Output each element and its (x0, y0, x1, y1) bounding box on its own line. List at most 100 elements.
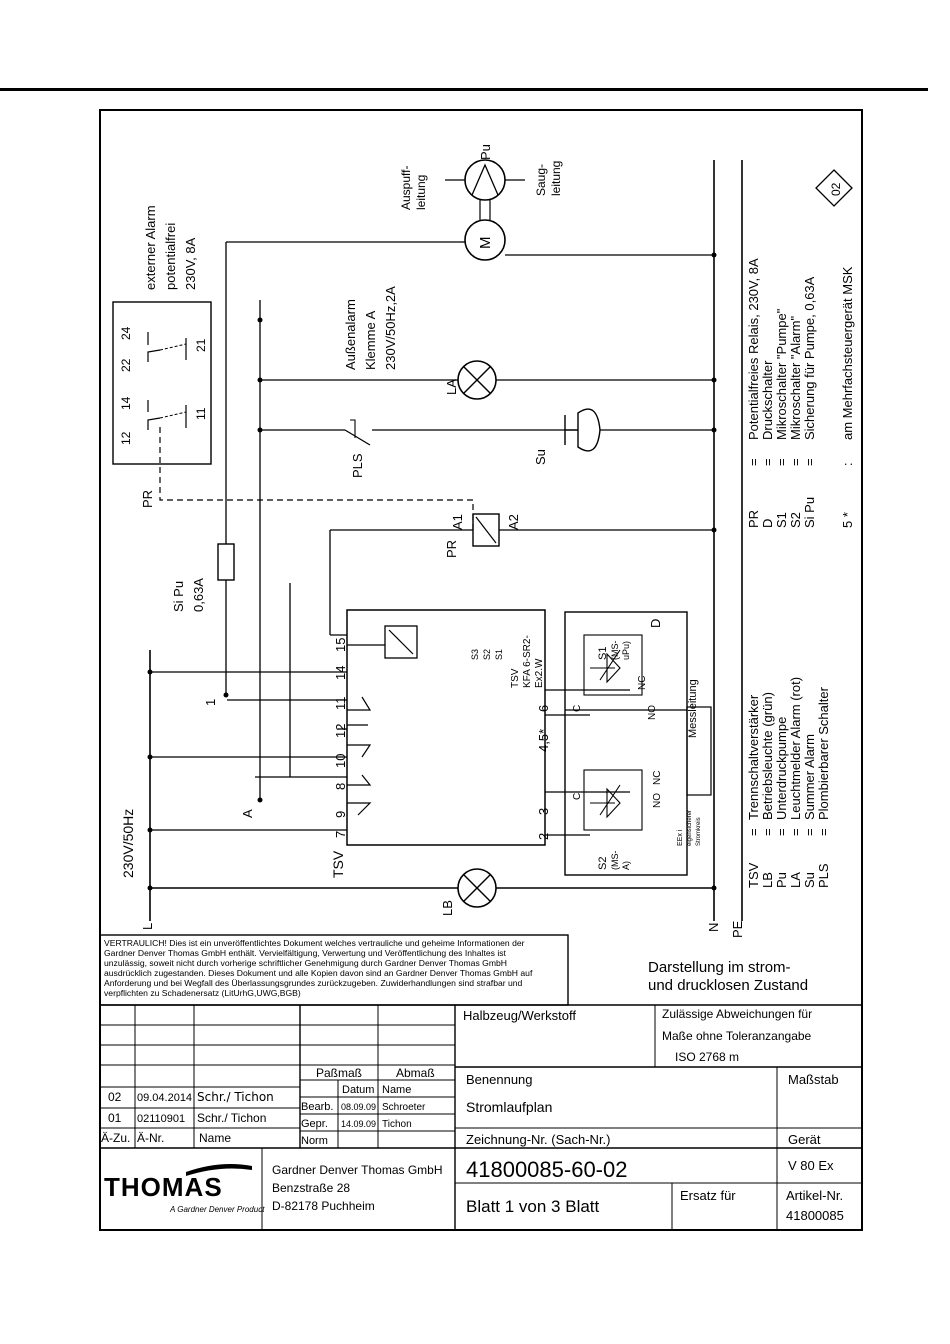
outer-alarm-1: Außenalarm (343, 299, 358, 370)
label-LB: LB (440, 900, 455, 916)
label-1: 1 (203, 699, 218, 706)
svg-text:Name: Name (382, 1084, 411, 1096)
svg-text:VERTRAULICH! Dies ist ein unve: VERTRAULICH! Dies ist ein unveröffentlic… (104, 938, 525, 948)
svg-text:=: = (746, 828, 761, 836)
svg-text:02110901: 02110901 (137, 1113, 185, 1125)
svg-text:Gardner Denver Thomas GmbH ent: Gardner Denver Thomas GmbH enthält. Verv… (104, 948, 507, 958)
label-PE: PE (730, 920, 745, 938)
schematic-labels: L N PE 230V/50Hz TSV A 1 LB LA Su PLS PR… (112, 144, 853, 938)
svg-text:Paßmaß: Paßmaß (316, 1066, 362, 1080)
tsv-term-3: 3 (536, 808, 551, 815)
s2-1: S2 (597, 857, 609, 870)
svg-text:Zulässige Abweichungen für: Zulässige Abweichungen für (662, 1007, 812, 1021)
svg-text:D: D (760, 519, 775, 528)
tsv-term-45: 4,5* (536, 729, 551, 752)
label-A1: A1 (450, 514, 465, 530)
s1-1: S1 (597, 647, 609, 660)
confidential-text: VERTRAULICH! Dies ist ein unveröffentlic… (104, 938, 533, 998)
schematic (147, 159, 743, 921)
label-L: L (140, 923, 155, 930)
tsv-term-15: 15 (333, 638, 348, 652)
svg-text:=: = (802, 458, 817, 466)
svg-text:Name: Name (199, 1131, 231, 1145)
eex-2: eigensicherer (687, 810, 693, 846)
tsv-term-8: 8 (333, 783, 348, 790)
s2-2: (MS- (610, 851, 620, 871)
tsv-module-1: TSV (510, 668, 521, 688)
svg-text:=: = (746, 458, 761, 466)
svg-text:am Mehrfachsteuergerät MSK: am Mehrfachsteuergerät MSK (840, 266, 855, 440)
svg-text:14.09.09: 14.09.09 (341, 1119, 376, 1129)
contact-14: 14 (119, 396, 133, 410)
tsv-term-7: 7 (333, 831, 348, 838)
legend-left: TSV = Trennschaltverstärker LB = Betrieb… (746, 677, 831, 888)
relay-dashed-link (159, 423, 474, 530)
motor-m (464, 219, 506, 261)
horn-su (564, 408, 601, 452)
svg-text:Potentialfreies Relais, 230V,: Potentialfreies Relais, 230V, 8A (746, 258, 761, 440)
svg-text:Summer Alarm: Summer Alarm (802, 734, 817, 820)
label-tsv: TSV (330, 850, 346, 878)
svg-text:Benzstraße 28: Benzstraße 28 (272, 1181, 350, 1195)
svg-text:Tichon: Tichon (382, 1119, 412, 1130)
svg-text:=: = (816, 828, 831, 836)
contact-12: 12 (119, 431, 133, 445)
ext-alarm-1: externer Alarm (143, 205, 158, 290)
tsv-term-6: 6 (536, 705, 551, 712)
svg-text:Ä-Zu.: Ä-Zu. (101, 1131, 130, 1145)
svg-text:A Gardner Denver Product: A Gardner Denver Product (169, 1205, 265, 1214)
contact-21: 21 (194, 338, 208, 352)
svg-text:V 80 Ex: V 80 Ex (788, 1158, 834, 1173)
svg-text:02: 02 (108, 1090, 122, 1104)
svg-text:Gardner Denver Thomas GmbH: Gardner Denver Thomas GmbH (272, 1163, 443, 1177)
svg-text:41800085: 41800085 (786, 1208, 844, 1223)
svg-text:LA: LA (788, 872, 803, 888)
suction-1: Saug- (534, 164, 548, 196)
svg-text:=: = (774, 828, 789, 836)
svg-text:=: = (760, 828, 775, 836)
exhaust-2: leitung (414, 175, 428, 210)
svg-text:PR: PR (746, 510, 761, 528)
svg-text:Unterdruckpumpe: Unterdruckpumpe (774, 717, 789, 820)
title-block (100, 1004, 862, 1230)
tsv-box (346, 609, 546, 846)
fuse-name: Si Pu (171, 581, 186, 612)
svg-text:LB: LB (760, 872, 775, 888)
label-D: D (648, 619, 663, 628)
tsv-term-14: 14 (333, 666, 348, 680)
label-PR-dashed: PR (140, 490, 155, 508)
tsv-module-2: KFA 6-SR2- (522, 635, 533, 688)
svg-text:TSV: TSV (746, 862, 761, 888)
svg-text:Gerät: Gerät (788, 1132, 821, 1147)
svg-text:Schr./ Tichon: Schr./ Tichon (197, 1090, 274, 1104)
tsv-channel-s1: S1 (494, 649, 504, 660)
svg-text:Maße ohne Toleranzangabe: Maße ohne Toleranzangabe (662, 1029, 812, 1043)
exhaust-1: Auspuff- (399, 166, 413, 210)
svg-text:5 *: 5 * (840, 512, 855, 528)
ext-alarm-3: 230V, 8A (183, 237, 198, 290)
external-relay-box (112, 301, 212, 465)
svg-text:Plombierbarer Schalter: Plombierbarer Schalter (816, 686, 831, 820)
drawing-frame (99, 109, 863, 1231)
svg-text:09.04.2014: 09.04.2014 (137, 1092, 192, 1104)
svg-text:Anforderung und bei Wegfall de: Anforderung und bei Wegfall des Überlass… (104, 978, 523, 988)
svg-text:Ersatz für: Ersatz für (680, 1188, 736, 1203)
svg-text:Mikroschalter "Pumpe": Mikroschalter "Pumpe" (774, 308, 789, 440)
svg-text:verpflichten zu Schadenersatz: verpflichten zu Schadenersatz (LitUrhG,U… (104, 988, 301, 998)
tsv-channel-s2: S2 (482, 649, 492, 660)
tsv-term-9: 9 (333, 811, 348, 818)
s1-3: uPu) (621, 641, 631, 660)
svg-text:08.09.09: 08.09.09 (341, 1102, 376, 1112)
switch-nc-2: NC (652, 771, 663, 785)
svg-text:Norm: Norm (301, 1135, 328, 1147)
svg-text:PLS: PLS (816, 863, 831, 888)
svg-text:Bearb.: Bearb. (301, 1101, 333, 1113)
svg-text:Leuchtmelder Alarm (rot): Leuchtmelder Alarm (rot) (788, 677, 803, 820)
svg-text:Halbzeug/Werkstoff: Halbzeug/Werkstoff (463, 1008, 576, 1023)
fuse-si-pu (217, 543, 235, 581)
svg-text:Pu: Pu (774, 872, 789, 888)
svg-text:Betriebsleuchte (grün): Betriebsleuchte (grün) (760, 692, 775, 820)
label-N: N (706, 923, 721, 932)
svg-text:Schr./ Tichon: Schr./ Tichon (197, 1111, 266, 1125)
svg-text:Druckschalter: Druckschalter (760, 360, 775, 440)
